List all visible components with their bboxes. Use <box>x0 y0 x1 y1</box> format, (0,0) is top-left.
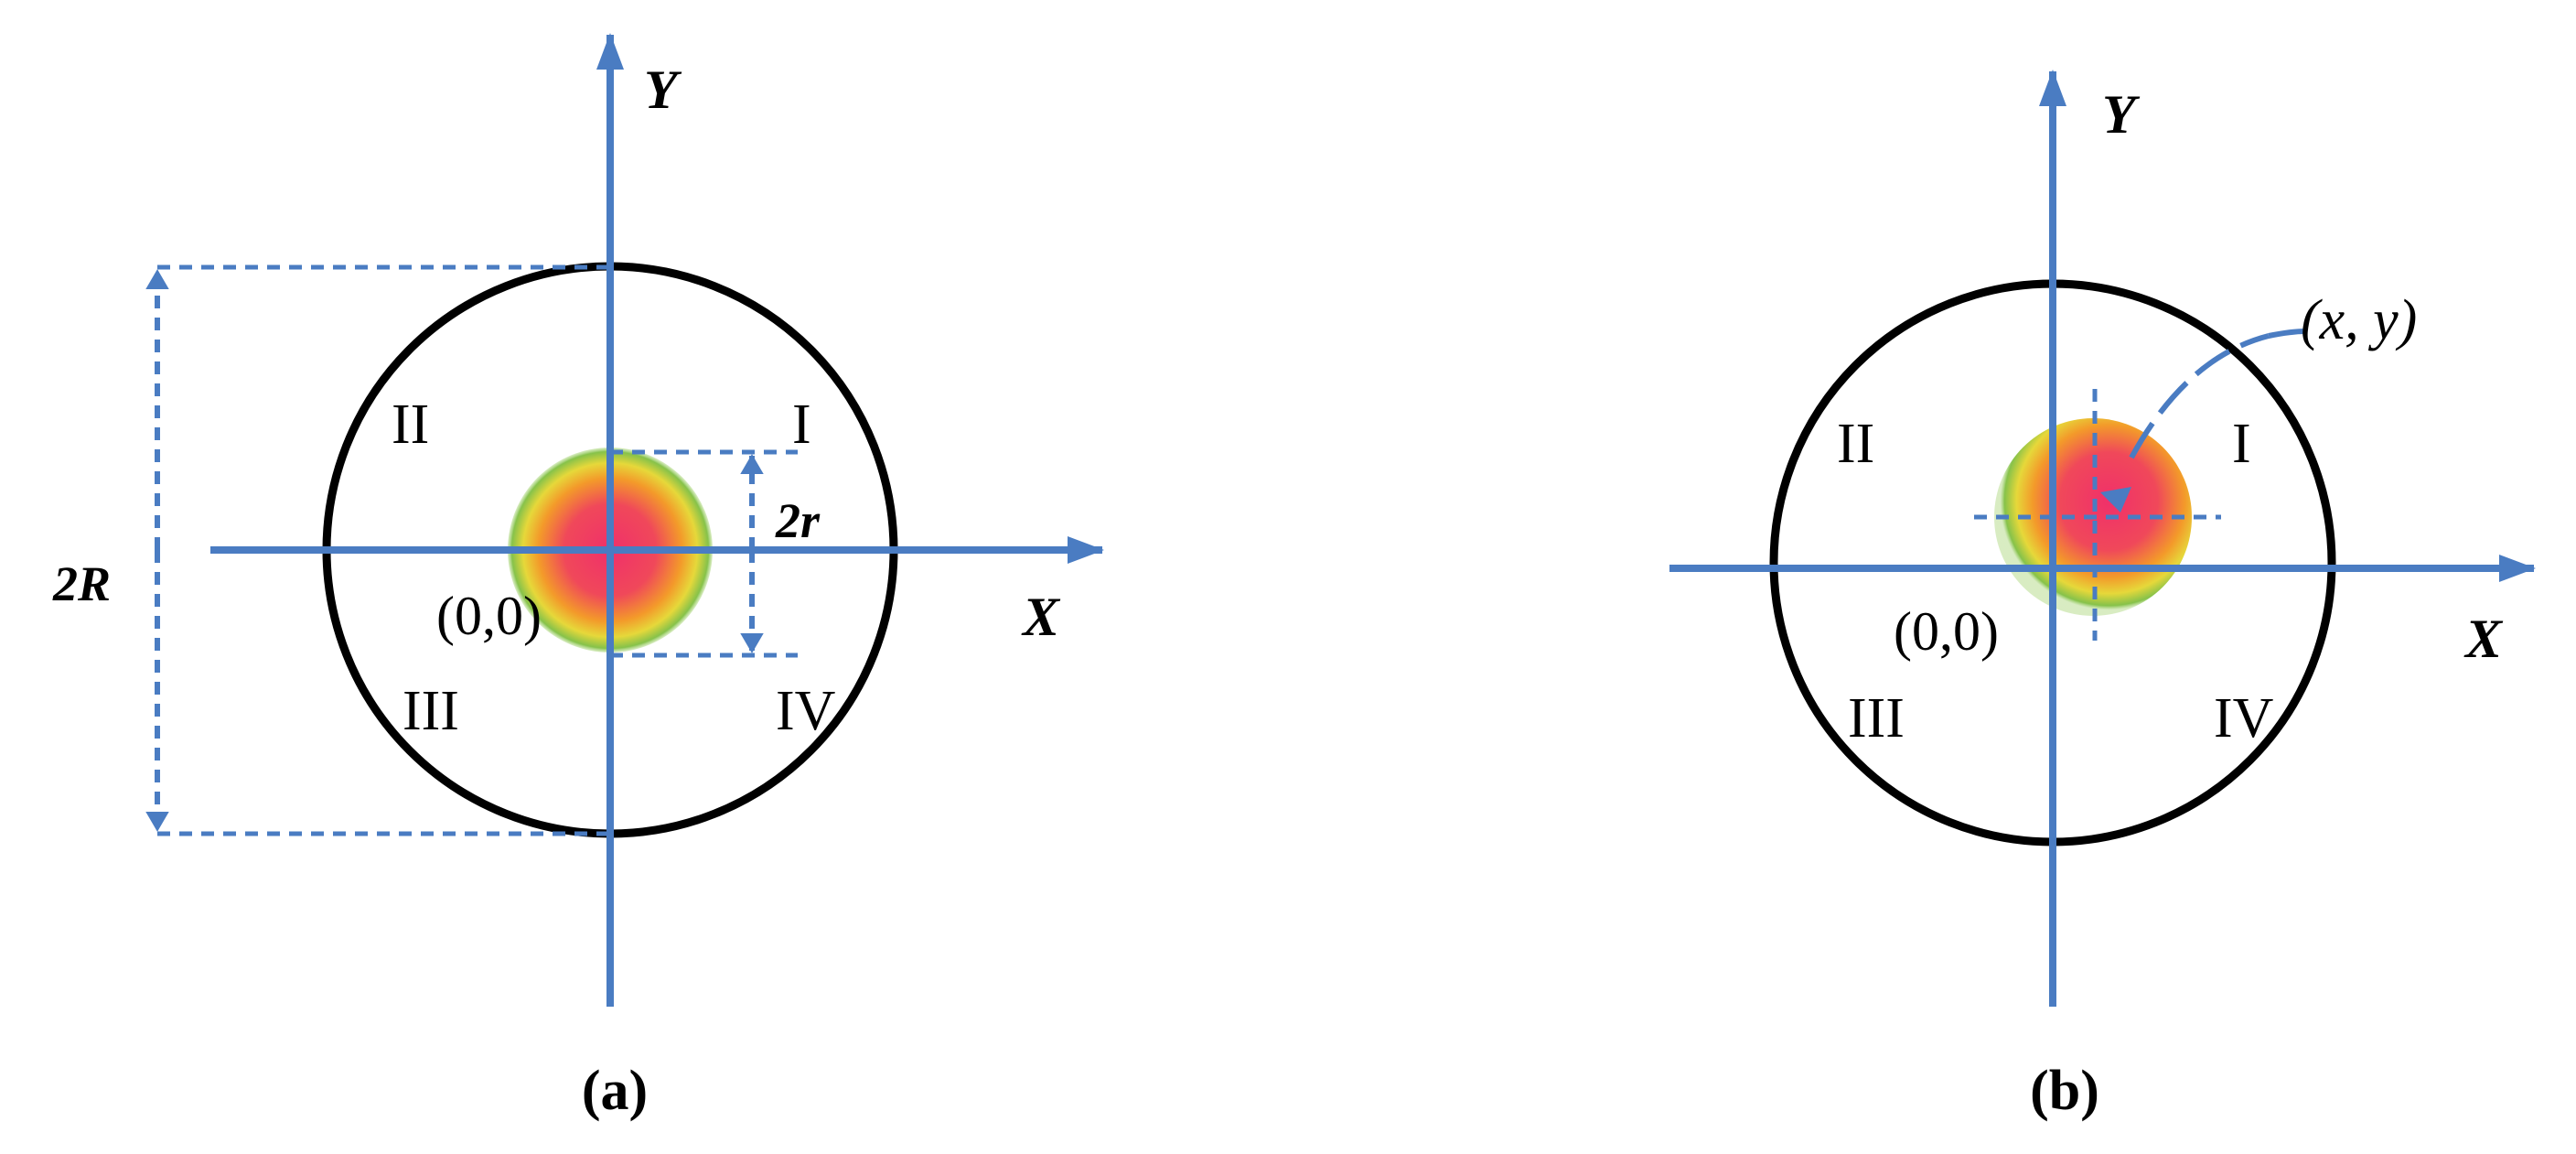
outer-diameter-label: 2R <box>52 556 111 611</box>
point-leader-tail <box>2268 329 2306 339</box>
x-axis-label-a: X <box>1021 587 1061 647</box>
quadrant-label-III-a: III <box>402 680 459 742</box>
point-label: (x, y) <box>2301 289 2417 351</box>
y-axis-label-a: Y <box>644 59 682 120</box>
origin-label-b: (0,0) <box>1894 601 1999 662</box>
quadrant-label-II-b: II <box>1837 413 1874 475</box>
panel-b: Y X (0,0) (x, y) I II III IV (b) <box>1669 70 2536 1122</box>
panel-b-caption: (b) <box>2030 1060 2099 1122</box>
quadrant-label-III-b: III <box>1848 687 1905 750</box>
quadrant-label-I-b: I <box>2232 413 2251 475</box>
x-axis-label-b: X <box>2463 609 2504 669</box>
quadrant-label-IV-b: IV <box>2214 687 2274 750</box>
y-axis-label-b: Y <box>2102 84 2141 145</box>
panel-a: Y X (0,0) 2R 2r I II III IV (a) <box>52 33 1104 1122</box>
quadrant-label-I-a: I <box>792 394 811 456</box>
origin-label-a: (0,0) <box>436 586 542 646</box>
point-leader-line <box>2129 333 2270 459</box>
point-leader-arrowhead <box>2100 487 2131 512</box>
panel-a-caption: (a) <box>582 1060 648 1122</box>
quadrant-label-II-a: II <box>392 394 429 456</box>
spot-diameter-label: 2r <box>775 493 821 548</box>
quadrant-label-IV-a: IV <box>776 680 836 742</box>
